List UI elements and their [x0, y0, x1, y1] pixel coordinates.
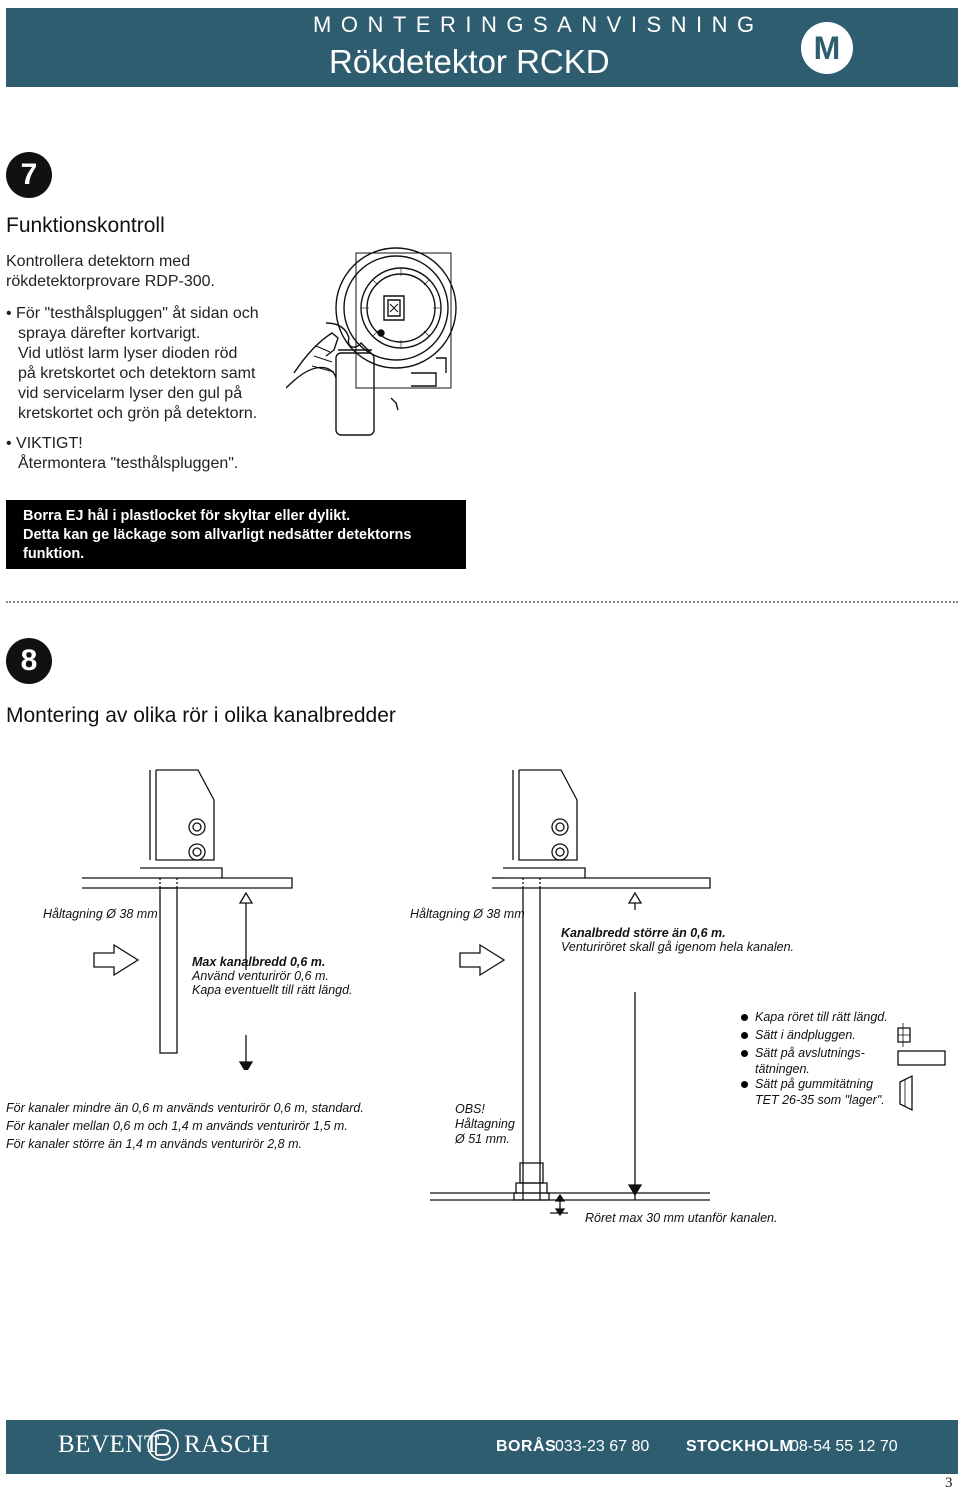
step-7-bullet-1-line-1: • För "testhålspluggen" åt sidan och [6, 305, 259, 322]
footer-city-boras: BORÅS [496, 1438, 557, 1455]
step-7-bullet-1-line-6: kretskortet och grön på detektorn. [18, 405, 258, 422]
header-bar [6, 8, 958, 87]
tube-selection-note-3: För kanaler större än 1,4 m används vent… [6, 1137, 302, 1151]
brand-logo: M [801, 22, 853, 74]
tube-protrusion-note: Röret max 30 mm utanför kanalen. [585, 1211, 778, 1225]
right-wide-bold: Kanalbredd större än 0,6 m. [561, 926, 726, 940]
assembly-step-4a: Sätt på gummitätning [755, 1077, 874, 1091]
tube-selection-note-2: För kanaler mellan 0,6 m och 1,4 m använ… [6, 1119, 348, 1133]
assembly-step-1: Kapa röret till rätt längd. [755, 1010, 888, 1024]
left-max-width-bold: Max kanalbredd 0,6 m. [192, 955, 326, 969]
footer-phone-stockholm: 08-54 55 12 70 [790, 1438, 898, 1455]
header-subtitle: MONTERINGSANVISNING [313, 12, 764, 37]
step-8-number: 8 [6, 638, 52, 684]
bullet-icon [741, 1032, 748, 1039]
brand-emblem-icon [147, 1429, 179, 1461]
tube-selection-note-1: För kanaler mindre än 0,6 m används vent… [6, 1101, 364, 1115]
step-7-intro-1: Kontrollera detektorn med [6, 253, 191, 270]
short-tube-diagram [82, 769, 293, 1070]
footer-city-stockholm: STOCKHOLM [686, 1438, 794, 1455]
bullet-icon [741, 1081, 748, 1088]
footer-phone-boras: 033-23 67 80 [555, 1438, 650, 1455]
document-title: Rökdetektor RCKD [329, 43, 610, 80]
step-7-number: 7 [6, 152, 52, 198]
assembly-step-4b: TET 26-35 som "lager". [755, 1093, 885, 1107]
obs-hole-size: Ø 51 mm. [455, 1132, 510, 1146]
step-7-bullet-1-line-3: Vid utlöst larm lyser dioden röd [18, 345, 238, 362]
bullet-icon [741, 1014, 748, 1021]
assembly-step-3a: Sätt på avslutnings- [755, 1046, 865, 1060]
warning-line-1: Borra EJ hål i plastlocket för skyltar e… [23, 508, 351, 524]
footer-brand-right: RASCH [184, 1431, 270, 1458]
footer-brand-left: BEVENT [58, 1431, 160, 1458]
bullet-icon [741, 1050, 748, 1057]
warning-line-2: Detta kan ge läckage som allvarligt neds… [23, 527, 412, 543]
left-max-width-line-2: Kapa eventuellt till rätt längd. [192, 983, 353, 997]
assembly-step-3b: tätningen. [755, 1062, 810, 1076]
footer-bar [6, 1420, 958, 1474]
step-7-important-text: Återmontera "testhålspluggen". [18, 455, 239, 472]
obs-hole-label: Håltagning [455, 1117, 515, 1131]
assembly-step-2: Sätt i ändpluggen. [755, 1028, 856, 1042]
right-hole-label: Håltagning Ø 38 mm [410, 907, 525, 921]
step-7-bullet-1-line-2: sprayа därefter kortvarigt. [18, 325, 201, 342]
section-divider [6, 601, 958, 603]
step-7-bullet-1-line-4: på kretskortet och detektorn samt [18, 365, 256, 382]
step-7-bullet-1-line-5: vid servicelarm lyser den gul på [18, 385, 243, 402]
obs-label: OBS! [455, 1102, 485, 1116]
page-number: 3 [945, 1475, 953, 1491]
step-7-intro-2: rökdetektorprovare RDP-300. [6, 273, 215, 290]
left-max-width-line-1: Använd venturirör 0,6 m. [192, 969, 329, 983]
warning-line-3: funktion. [23, 546, 85, 562]
step-7-title: Funktionskontroll [6, 214, 165, 237]
right-wide-text: Venturiröret skall gå igenom hela kanale… [561, 940, 795, 954]
warning-box [6, 500, 466, 569]
detector-spray-illustration [286, 247, 457, 436]
step-7-important-label: • VIKTIGT! [6, 435, 83, 452]
long-tube-diagram [430, 769, 946, 1217]
left-hole-label: Håltagning Ø 38 mm [43, 907, 158, 921]
step-8-title: Montering av olika rör i olika kanalbred… [6, 704, 396, 727]
